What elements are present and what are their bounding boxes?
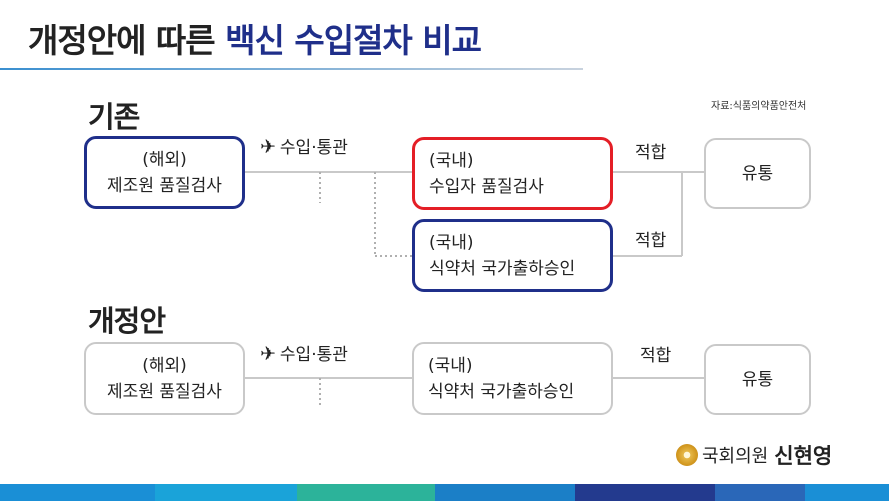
revised-overseas-box: (해외) 제조원 품질검사 [84,342,245,415]
existing-importer-line2: 수입자 품질검사 [429,176,544,197]
existing-overseas-line2: 제조원 품질검사 [107,175,222,196]
page-title-highlight: 백신 수입절차 비교 [225,21,482,60]
existing-distribution-box: 유통 [704,138,811,209]
revised-distribution-label: 유통 [741,369,774,390]
existing-overseas-line1: (해외) [142,149,187,170]
revised-mfds-line1: (국내) [428,355,473,376]
existing-mfds-line1: (국내) [429,232,474,253]
source-note: 자료:식품의약품안전처 [711,101,807,112]
existing-importer-line1: (국내) [429,150,474,171]
national-assembly-emblem-icon [676,444,698,466]
existing-heading: 기존 [88,100,140,134]
airplane-icon: ✈ [260,136,276,158]
revised-mfds-line2: 식약처 국가출하승인 [428,381,575,402]
page-title-main: 개정안에 따른 [28,21,226,60]
stripe-3 [297,484,435,501]
signature-name: 신현영 [774,443,833,468]
existing-importer-box: (국내) 수입자 품질검사 [412,137,613,210]
existing-mfds-line2: 식약처 국가출하승인 [429,258,576,279]
revised-import-label: 수입·통관 [279,345,348,365]
signature: 국회의원 신현영 [676,440,832,470]
revised-import-label-wrap: ✈수입·통관 [260,340,348,365]
existing-pass-label-1: 적합 [635,143,667,163]
signature-org: 국회의원 [702,446,769,467]
stripe-4 [435,484,575,501]
title-underline [0,68,583,70]
existing-mfds-box: (국내) 식약처 국가출하승인 [412,219,613,292]
page-title: 개정안에 따른 백신 수입절차 비교 [28,14,482,62]
revised-heading: 개정안 [88,304,166,338]
existing-import-label: 수입·통관 [279,138,348,158]
existing-import-label-wrap: ✈수입·통관 [260,133,348,158]
revised-mfds-box: (국내) 식약처 국가출하승인 [412,342,613,415]
revised-pass-label: 적합 [640,346,672,366]
stripe-7 [805,484,889,501]
stripe-2 [155,484,297,501]
existing-pass-label-2: 적합 [635,231,667,251]
revised-distribution-box: 유통 [704,344,811,415]
bottom-color-stripes [0,484,889,501]
stripe-1 [0,484,155,501]
revised-overseas-line2: 제조원 품질검사 [107,381,222,402]
existing-overseas-box: (해외) 제조원 품질검사 [84,136,245,209]
revised-overseas-line1: (해외) [142,355,187,376]
existing-distribution-label: 유통 [741,163,774,184]
stripe-5 [575,484,715,501]
airplane-icon: ✈ [260,343,276,365]
stripe-6 [715,484,805,501]
